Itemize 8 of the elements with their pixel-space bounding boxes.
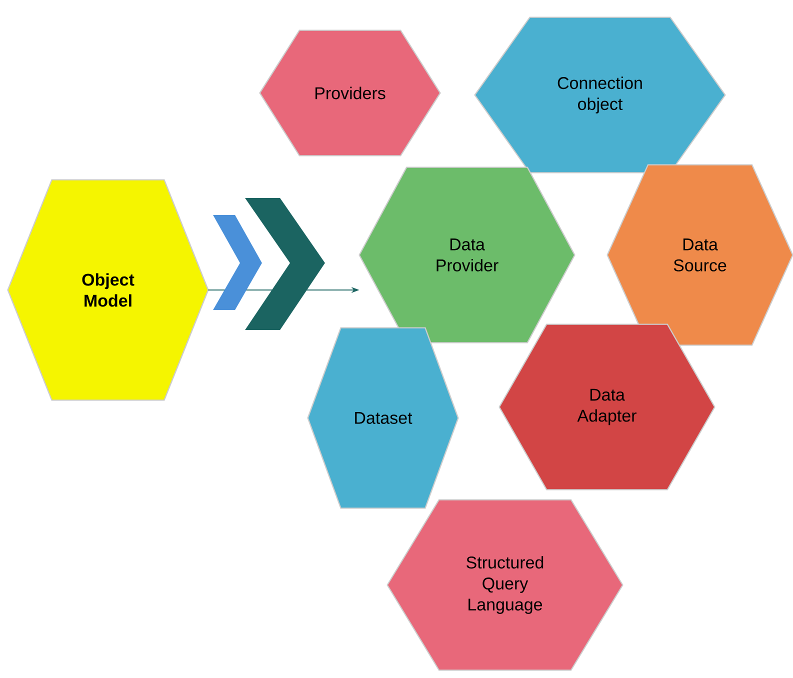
hexagon-box: Data Provider bbox=[358, 166, 576, 344]
hexagon-box: Connection object bbox=[474, 16, 726, 174]
hexagon-box: Structured Query Language bbox=[386, 499, 624, 671]
hexagon-box: Object Model bbox=[7, 179, 209, 401]
hexagon-box: Data Adapter bbox=[498, 324, 716, 490]
hexagon-box: Data Source bbox=[606, 164, 793, 346]
hexagon-box: Dataset bbox=[307, 327, 459, 509]
hexagon-box: Providers bbox=[259, 30, 441, 156]
